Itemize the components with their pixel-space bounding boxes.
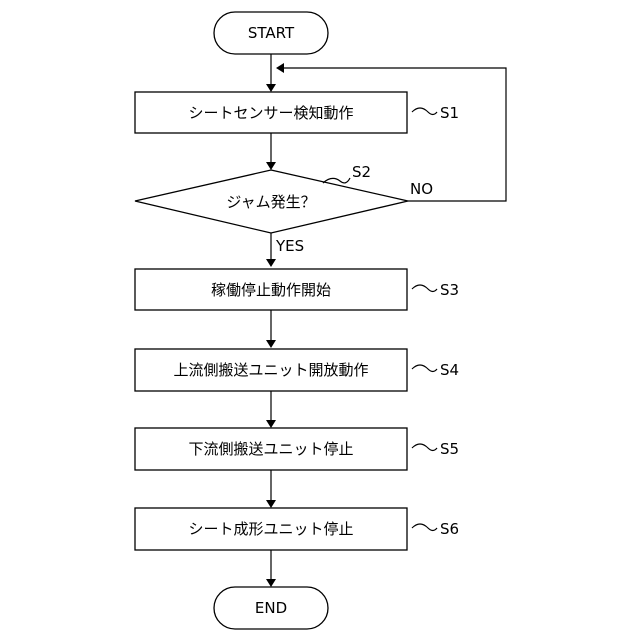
process-s5-label: 下流側搬送ユニット停止 [188,440,353,458]
process-s1: シートセンサー検知動作 [135,92,407,133]
arrowhead-s3 [266,259,276,267]
arrowhead-s2 [266,162,276,170]
process-s3: 稼働停止動作開始 [135,269,407,310]
leader-s3 [412,285,437,292]
end-label: END [255,599,287,617]
leader-s4 [412,365,437,372]
step-id-s4: S4 [440,361,459,379]
arrowhead-no-loop [276,63,284,73]
no-label: NO [410,180,433,198]
start-terminal: START [214,12,328,54]
process-s1-label: シートセンサー検知動作 [188,104,353,122]
step-id-s6: S6 [440,520,459,538]
leader-s1 [412,108,437,115]
step-id-s2: S2 [352,163,371,181]
arrowhead-s1 [266,84,276,92]
leader-s5 [412,444,437,451]
arrowhead-s4 [266,340,276,348]
step-id-s1: S1 [440,104,459,122]
end-terminal: END [214,587,328,629]
start-label: START [248,24,295,42]
arrowhead-s6 [266,500,276,508]
step-id-s5: S5 [440,440,459,458]
leader-s6 [412,524,437,531]
process-s5: 下流側搬送ユニット停止 [135,428,407,470]
arrowhead-s5 [266,420,276,428]
process-s4: 上流側搬送ユニット開放動作 [135,349,407,391]
process-s6-label: シート成形ユニット停止 [188,520,353,538]
decision-s2-label: ジャム発生？ [226,193,315,211]
yes-label: YES [275,237,304,255]
process-s3-label: 稼働停止動作開始 [211,281,331,299]
arrowhead-end [266,579,276,587]
process-s4-label: 上流側搬送ユニット開放動作 [173,361,368,379]
step-id-s3: S3 [440,281,459,299]
process-s6: シート成形ユニット停止 [135,508,407,550]
